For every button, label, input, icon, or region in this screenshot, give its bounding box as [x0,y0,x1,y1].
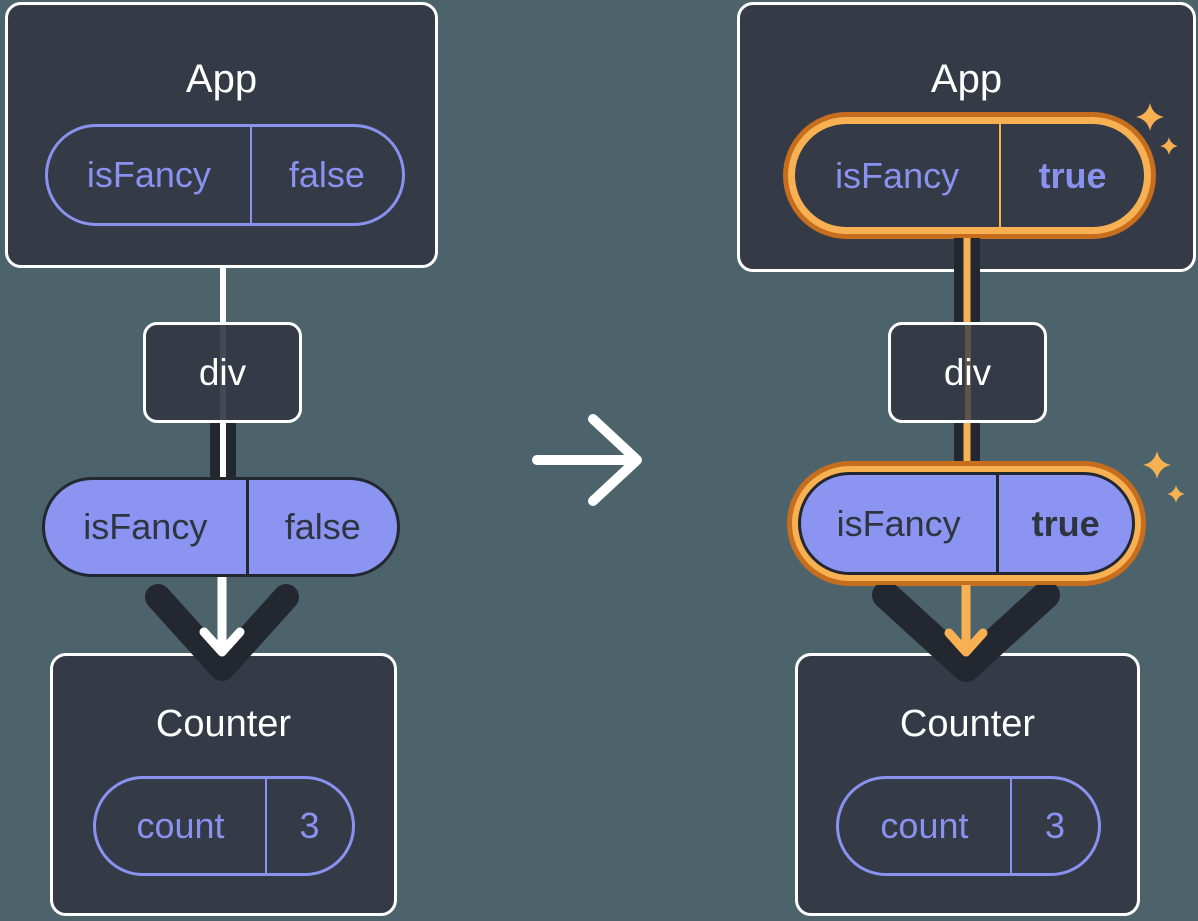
div-card-before: div [143,322,302,423]
component-name: App [930,57,1003,101]
node-label: div [943,351,992,393]
edge-through-div [219,325,226,420]
app-card-after: App isFancy true [737,2,1196,272]
state-pill-counter-before: count 3 [93,776,355,876]
state-value: true [999,124,1144,227]
edge-through-div [964,325,971,420]
right-arrow-icon [532,414,642,506]
down-arrow-icon [145,577,299,681]
state-value: false [249,127,402,223]
component-name: Counter [155,703,292,745]
app-card-before: App isFancy false [5,2,438,268]
state-value: 3 [264,779,352,873]
counter-card-before: Counter count 3 [50,653,397,916]
state-name: count [880,805,969,846]
component-name: Counter [899,703,1036,745]
prop-name: isFancy [83,506,208,547]
state-name: isFancy [835,154,960,196]
edge-app-to-div [220,265,226,325]
node-label: div [198,351,247,393]
state-value: 3 [1009,779,1098,873]
sparkle-icon [1143,451,1185,503]
prop-value: false [245,480,397,574]
div-card-after: div [888,322,1047,423]
state-pill-app-before: isFancy false [45,124,405,226]
prop-edge-div-to-pill [210,422,236,478]
prop-name: isFancy [836,502,961,544]
state-name: count [136,805,225,846]
prop-edge-core [220,422,226,478]
counter-card-after: Counter count 3 [795,653,1140,916]
sparkle-icon [1136,103,1178,155]
prop-pill-after: isFancy true [798,472,1135,575]
prop-value: true [996,475,1132,572]
state-name: isFancy [86,154,211,195]
prop-pill-before: isFancy false [42,477,400,577]
state-pill-counter-after: count 3 [836,776,1101,876]
component-name: App [185,57,258,101]
state-pill-app-after: isFancy true [795,124,1144,227]
down-arrow-icon [872,585,1060,682]
